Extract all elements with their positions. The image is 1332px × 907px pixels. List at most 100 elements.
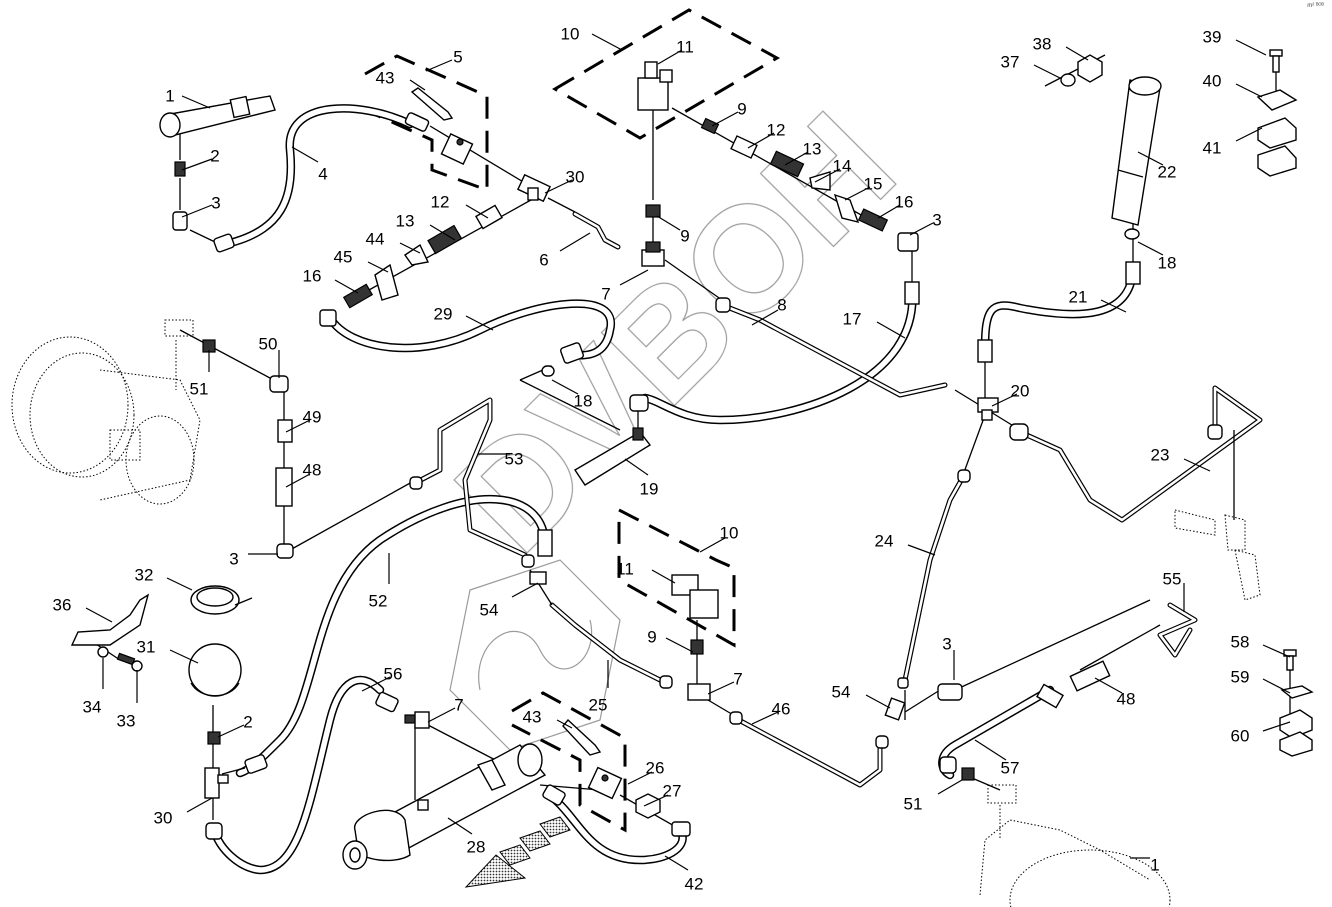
callout-leader-line <box>974 739 1007 761</box>
part-nut-24b <box>957 469 971 483</box>
callout-leader-line <box>551 379 579 395</box>
callout-25: 25 <box>589 660 609 714</box>
watermark: DVBOH <box>423 80 926 751</box>
callout-44: 44 <box>366 229 421 254</box>
callout-10: 10 <box>561 24 623 51</box>
callout-2: 2 <box>217 712 253 738</box>
part-bracket-36 <box>70 593 150 646</box>
callout-number: 5 <box>453 47 462 66</box>
kit-box-10-bottom <box>617 508 736 648</box>
hose-57 <box>938 685 1055 780</box>
part-cap-45 <box>374 263 399 301</box>
callout-number: 26 <box>646 758 665 777</box>
callout-56: 56 <box>361 664 402 692</box>
callout-number: 27 <box>663 781 682 800</box>
callout-number: 52 <box>369 591 388 610</box>
callout-3: 3 <box>942 634 955 680</box>
callout-leader-line <box>624 458 649 476</box>
part-bolt-58 <box>1283 649 1297 671</box>
callout-number: 11 <box>676 37 694 56</box>
callout-leader-line <box>991 393 1018 407</box>
pipe-25 <box>549 602 663 683</box>
callout-28: 28 <box>447 817 485 856</box>
callout-1: 1 <box>165 86 211 109</box>
callout-16: 16 <box>303 266 359 294</box>
part-clamp-60 <box>1279 709 1313 757</box>
callout-number: 34 <box>83 697 102 716</box>
part-valve-26 <box>587 766 623 800</box>
callout-55: 55 <box>1163 569 1185 612</box>
callout-19: 19 <box>624 458 658 498</box>
callout-number: 16 <box>895 192 914 211</box>
pipe-46 <box>732 715 883 788</box>
callout-leader-line <box>643 794 669 807</box>
part-washer-18a <box>541 365 555 377</box>
callout-number: 38 <box>1033 34 1052 53</box>
callout-14: 14 <box>814 156 851 183</box>
part-nut-30b <box>205 822 223 840</box>
callout-leader-line <box>217 724 245 738</box>
callout-number: 45 <box>334 247 353 266</box>
callout-leader-line <box>1137 151 1164 166</box>
callout-32: 32 <box>135 565 193 591</box>
part-nut-53 <box>409 476 423 490</box>
callout-number: 46 <box>772 699 791 718</box>
callout-leader-line <box>656 215 681 231</box>
callout-number: 30 <box>154 808 173 827</box>
callout-leader-line <box>409 79 426 91</box>
callout-number: 37 <box>1001 52 1020 71</box>
callout-leader-line <box>1262 721 1291 732</box>
callout-23: 23 <box>1151 445 1211 472</box>
callout-12: 12 <box>747 120 785 149</box>
part-solenoid-valve-11b <box>671 574 719 619</box>
part-nut-24 <box>875 735 889 749</box>
callout-7: 7 <box>427 695 464 723</box>
kit-box-43-bottom <box>511 691 627 833</box>
callout-leader-line <box>465 204 489 219</box>
callout-number: 1 <box>1150 855 1159 874</box>
callout-leader-line <box>399 242 421 254</box>
callout-leader-line <box>367 261 389 273</box>
kit-box-10-top <box>552 8 781 140</box>
callout-leader-line <box>1183 458 1211 472</box>
callout-54: 54 <box>832 682 891 709</box>
part-cross-20 <box>977 397 999 421</box>
callout-labels: 1234543101191213141516330121344451669781… <box>53 24 1291 893</box>
callout-number: 9 <box>737 99 746 118</box>
callout-leader-line <box>1065 46 1089 61</box>
part-filter-48b <box>1069 660 1111 692</box>
callout-54: 54 <box>480 582 539 619</box>
callout-number: 6 <box>539 250 548 269</box>
part-fitting-37 <box>1060 73 1076 87</box>
callout-leader-line <box>447 817 473 835</box>
callout-number: 25 <box>589 695 608 714</box>
part-washer-18b <box>1124 228 1140 240</box>
callout-48: 48 <box>285 460 321 488</box>
callout-51: 51 <box>904 779 963 813</box>
part-nut-12a <box>730 135 758 159</box>
part-tee-54b <box>884 677 909 721</box>
watermark-hexagon <box>449 559 621 751</box>
part-fitting-9a <box>700 117 720 135</box>
callout-leader-line <box>465 315 494 331</box>
callout-leader-line <box>334 279 359 294</box>
part-cap-15 <box>833 193 860 223</box>
callout-leader-line <box>181 204 213 218</box>
part-nut-38 <box>1077 54 1103 83</box>
callout-number: 36 <box>53 595 72 614</box>
part-fitting-51b <box>961 767 975 781</box>
part-plate-59 <box>1280 685 1314 699</box>
part-clamp-32 <box>190 585 253 615</box>
callout-number: 41 <box>1203 138 1222 157</box>
pipe-23 <box>1017 385 1263 523</box>
part-hose-end-4b <box>404 112 430 132</box>
callout-leader-line <box>699 537 726 553</box>
pipe-8 <box>719 302 948 398</box>
part-elbow-3c <box>276 543 294 559</box>
callout-43: 43 <box>523 707 573 729</box>
part-hose-end-42b <box>671 821 691 837</box>
hose-21 <box>980 265 1138 355</box>
callout-48: 48 <box>1094 677 1135 708</box>
callout-40: 40 <box>1203 71 1263 98</box>
callout-7: 7 <box>707 669 743 695</box>
